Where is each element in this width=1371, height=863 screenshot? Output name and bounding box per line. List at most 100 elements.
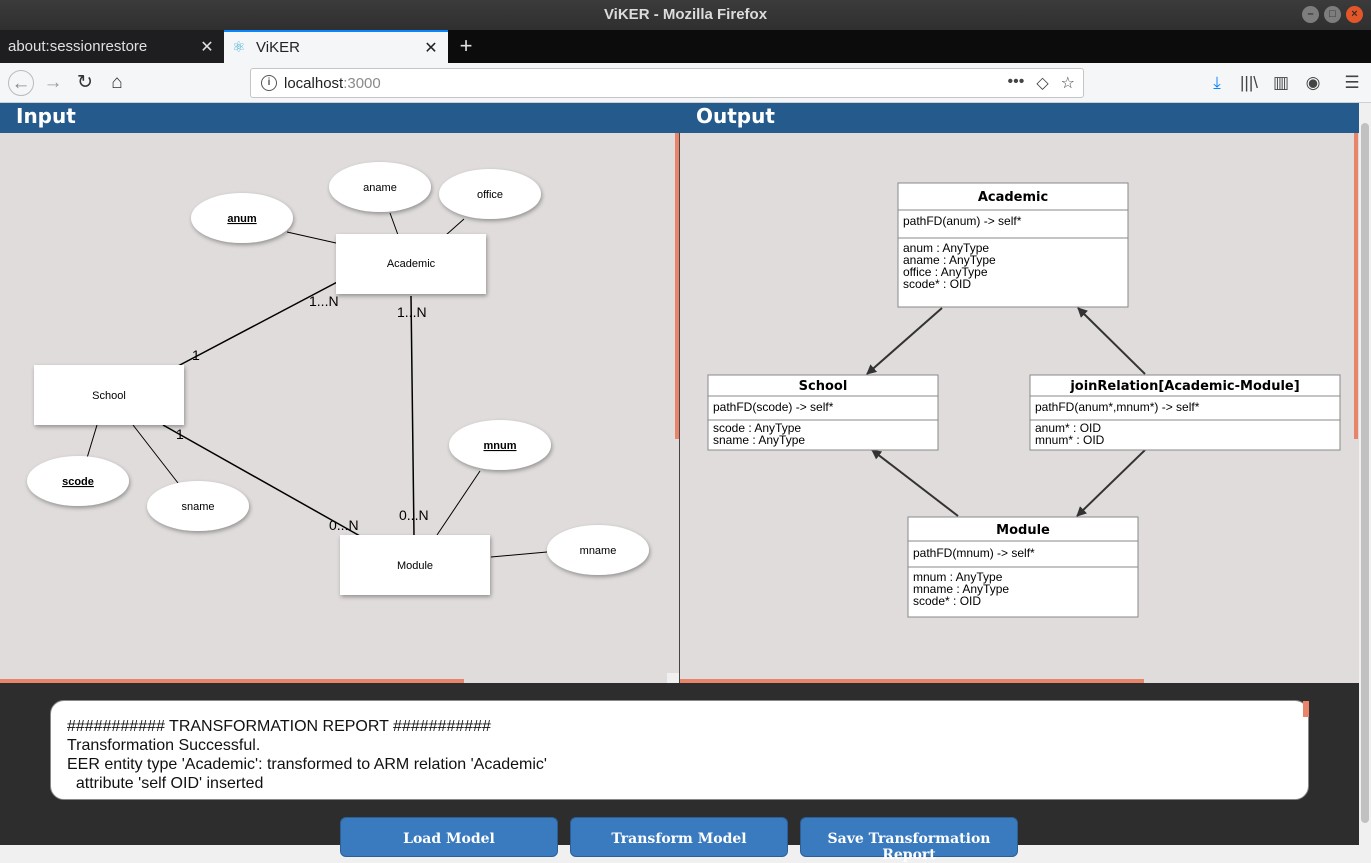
eer-diagram[interactable]: Academic School Module anum aname offi: [0, 133, 679, 683]
attribute-label: mnum: [484, 440, 517, 452]
relation-attribute: anum : AnyType: [903, 241, 989, 255]
viker-app: Input Output: [0, 103, 1371, 863]
menu-hamburger-icon[interactable]: ☰: [1344, 73, 1360, 92]
entity-label: School: [92, 390, 126, 402]
cardinality-label: 0...N: [399, 507, 429, 523]
attribute-aname[interactable]: aname: [329, 162, 431, 212]
sidebar-icon[interactable]: ▥: [1272, 73, 1290, 92]
page-actions-icon[interactable]: •••: [1007, 73, 1025, 90]
url-host: localhost: [284, 75, 344, 92]
url-text[interactable]: localhost:3000: [284, 75, 381, 92]
home-icon[interactable]: ⌂: [111, 72, 123, 93]
attribute-sname[interactable]: sname: [147, 481, 249, 531]
attribute-anum[interactable]: anum: [191, 193, 293, 243]
window-title: ViKER - Mozilla Firefox: [603, 6, 768, 23]
react-atom-icon: ⚛: [232, 38, 246, 56]
relation-attribute: aname : AnyType: [903, 253, 996, 267]
output-hscroll-thumb[interactable]: [680, 679, 1144, 683]
relationship-links: [162, 278, 415, 537]
relation-attribute: anum* : OID: [1035, 421, 1101, 435]
library-icon[interactable]: |||\: [1240, 73, 1258, 92]
load-model-button[interactable]: Load Model: [340, 817, 558, 857]
tab-sessionrestore[interactable]: about:sessionrestore ✕: [0, 30, 224, 63]
entity-label: Module: [397, 560, 433, 572]
relation-fd: pathFD(mnum) -> self*: [913, 546, 1035, 560]
output-panel[interactable]: Academic pathFD(anum) -> self* anum : An…: [680, 133, 1359, 683]
back-arrow-icon[interactable]: ←: [8, 70, 34, 96]
reload-icon[interactable]: ↻: [77, 72, 93, 93]
relation-attribute: scode* : OID: [913, 594, 981, 608]
entity-academic[interactable]: Academic: [336, 234, 486, 294]
relation-attribute: sname : AnyType: [713, 433, 805, 447]
attribute-mname[interactable]: mname: [547, 525, 649, 575]
cardinality-label: 0...N: [329, 517, 359, 533]
relation-fd: pathFD(anum) -> self*: [903, 214, 1022, 228]
tab-viker[interactable]: ⚛ ViKER ✕: [224, 30, 448, 63]
attribute-scode[interactable]: scode: [27, 456, 129, 506]
report-line: Transformation Successful.: [67, 737, 261, 754]
transform-model-button[interactable]: Transform Model: [570, 817, 788, 857]
close-window-icon[interactable]: ×: [1346, 6, 1363, 23]
relation-fd: pathFD(anum*,mnum*) -> self*: [1035, 400, 1200, 414]
relation-attribute: office : AnyType: [903, 265, 988, 279]
relation-module[interactable]: Module pathFD(mnum) -> self* mnum : AnyT…: [907, 516, 1139, 618]
output-vscroll-thumb[interactable]: [1354, 133, 1358, 439]
url-port: :3000: [343, 75, 381, 92]
page-scroll-thumb[interactable]: [1361, 123, 1369, 823]
attribute-label: office: [477, 189, 503, 201]
relation-name: joinRelation[Academic-Module]: [1069, 379, 1299, 394]
entity-school[interactable]: School: [34, 365, 184, 425]
entity-label: Academic: [387, 258, 436, 270]
relation-join-academic-module[interactable]: joinRelation[Academic-Module] pathFD(anu…: [1029, 374, 1341, 451]
relation-fd: pathFD(scode) -> self*: [713, 400, 834, 414]
input-panel-header: Input: [0, 103, 680, 133]
scroll-corner: [667, 673, 679, 683]
attribute-label: aname: [363, 182, 397, 194]
attribute-office[interactable]: office: [439, 169, 541, 219]
transformation-report[interactable]: ########### TRANSFORMATION REPORT ######…: [50, 700, 1309, 800]
pocket-icon[interactable]: ◇: [1036, 75, 1049, 92]
report-scroll-thumb[interactable]: [1303, 701, 1309, 717]
tab-close-icon[interactable]: ✕: [424, 39, 438, 57]
save-report-button[interactable]: Save Transformation Report: [800, 817, 1018, 863]
download-icon[interactable]: ⤓: [1213, 73, 1221, 92]
arm-diagram[interactable]: Academic pathFD(anum) -> self* anum : An…: [680, 133, 1359, 683]
tab-label: about:sessionrestore: [8, 38, 148, 55]
site-info-icon[interactable]: i: [261, 75, 277, 91]
forward-arrow-icon[interactable]: →: [43, 72, 63, 93]
input-vscroll-thumb[interactable]: [675, 133, 679, 439]
cardinality-label: 1: [192, 347, 200, 363]
account-icon[interactable]: ◉: [1305, 73, 1321, 92]
attribute-label: scode: [62, 476, 94, 488]
relation-attribute: mnum : AnyType: [913, 570, 1003, 584]
relation-academic[interactable]: Academic pathFD(anum) -> self* anum : An…: [897, 182, 1129, 308]
output-panel-header: Output: [680, 103, 1359, 133]
window-titlebar: ViKER - Mozilla Firefox – □ ×: [0, 0, 1371, 30]
relation-name: Academic: [978, 190, 1048, 205]
relation-attribute: scode* : OID: [903, 277, 971, 291]
report-line: attribute 'self OID' inserted: [67, 775, 264, 792]
minimize-icon[interactable]: –: [1302, 6, 1319, 23]
maximize-icon[interactable]: □: [1324, 6, 1341, 23]
page-scrollbar[interactable]: [1359, 103, 1371, 845]
window-controls: – □ ×: [1302, 6, 1363, 23]
cardinality-label: 1...N: [397, 304, 427, 320]
url-bar[interactable]: i localhost:3000 ••• ◇ ☆: [250, 68, 1084, 98]
new-tab-button[interactable]: +: [459, 33, 473, 58]
output-panel-title: Output: [696, 104, 775, 128]
input-panel[interactable]: Academic School Module anum aname offi: [0, 133, 679, 683]
bookmark-star-icon[interactable]: ☆: [1060, 75, 1075, 92]
input-hscroll-thumb[interactable]: [0, 679, 464, 683]
reference-arrows: [866, 307, 1146, 517]
relation-name: School: [799, 379, 848, 394]
relation-attribute: mname : AnyType: [913, 582, 1009, 596]
relation-school[interactable]: School pathFD(scode) -> self* scode : An…: [707, 374, 939, 451]
attribute-label: anum: [227, 213, 257, 225]
attribute-mnum[interactable]: mnum: [449, 420, 551, 470]
tab-label: ViKER: [256, 39, 300, 56]
relation-attribute: mnum* : OID: [1035, 433, 1105, 447]
panel-divider: [679, 133, 680, 683]
navigation-toolbar: ← → ↻ ⌂ i localhost:3000 ••• ◇ ☆ ⤓ |||\ …: [0, 63, 1371, 103]
tab-close-icon[interactable]: ✕: [200, 38, 214, 56]
entity-module[interactable]: Module: [340, 535, 490, 595]
